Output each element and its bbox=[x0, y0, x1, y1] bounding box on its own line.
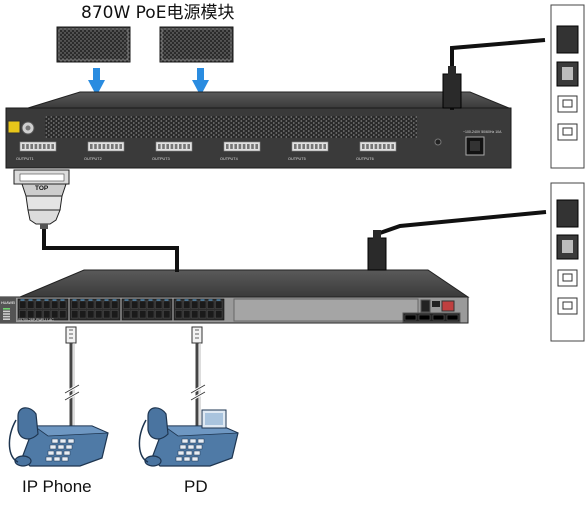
eth-mgmt-port-icon bbox=[442, 301, 454, 311]
psu-module-2 bbox=[160, 27, 233, 62]
wall-pdu-top bbox=[551, 5, 584, 168]
output-port-label: OUTPUT1 bbox=[16, 157, 34, 161]
pd-phone bbox=[139, 408, 238, 466]
chassis-screw-icon bbox=[435, 139, 441, 145]
signal-cable bbox=[44, 229, 177, 272]
console-port-icon bbox=[421, 300, 430, 312]
pdu-socket-icon bbox=[558, 298, 577, 314]
handset-icon bbox=[148, 408, 168, 439]
ip-phone-label: IP Phone bbox=[22, 477, 92, 497]
switch-power-cable bbox=[377, 212, 546, 270]
output-port bbox=[360, 142, 396, 151]
switch-brand-label: HUAWEI bbox=[1, 301, 15, 305]
pdu-socket-icon bbox=[558, 96, 577, 112]
power-inlet-label: ~100-240V 50/60Hz 10A bbox=[463, 130, 502, 134]
chassis-power-plug bbox=[443, 66, 461, 108]
output-port bbox=[156, 142, 192, 151]
output-port-label: OUTPUT2 bbox=[84, 157, 102, 161]
switch-power-plug bbox=[368, 230, 386, 270]
output-port bbox=[20, 142, 56, 151]
output-port bbox=[292, 142, 328, 151]
output-port-label: OUTPUT3 bbox=[152, 157, 170, 161]
psu-title: 870W PoE电源模块 bbox=[81, 0, 234, 23]
mgmt-port-icon bbox=[432, 301, 440, 307]
poe-power-chassis: ~100-240V 50/60Hz 10A OUTPUT1 OUTPUT2 OUTP… bbox=[6, 92, 511, 168]
pdu-socket-icon bbox=[558, 270, 577, 286]
wall-pdu-bottom bbox=[551, 183, 584, 341]
top-signal-connector: TOP bbox=[14, 170, 69, 229]
output-port bbox=[224, 142, 260, 151]
output-port-label: OUTPUT4 bbox=[220, 157, 238, 161]
switch-model-label: S5700-28P-PWR-LI-AC bbox=[18, 318, 54, 322]
poe-switch: HUAWEI S5700-28P-PWR-LI-AC bbox=[0, 270, 468, 323]
ground-label-icon bbox=[8, 121, 20, 133]
psu-module-1 bbox=[57, 27, 130, 62]
ethernet-cable-ip-phone bbox=[65, 327, 79, 428]
pdu-plugged-socket-icon bbox=[557, 26, 578, 53]
pdu-plugged-socket-icon bbox=[557, 200, 578, 227]
pd-label: PD bbox=[184, 477, 208, 497]
top-connector-label: TOP bbox=[35, 185, 49, 192]
output-port bbox=[88, 142, 124, 151]
pdu-socket-icon bbox=[558, 124, 577, 140]
output-port-label: OUTPUT5 bbox=[288, 157, 306, 161]
ip-phone bbox=[0, 408, 108, 466]
output-port-label: OUTPUT6 bbox=[356, 157, 374, 161]
handset-icon bbox=[18, 408, 38, 439]
